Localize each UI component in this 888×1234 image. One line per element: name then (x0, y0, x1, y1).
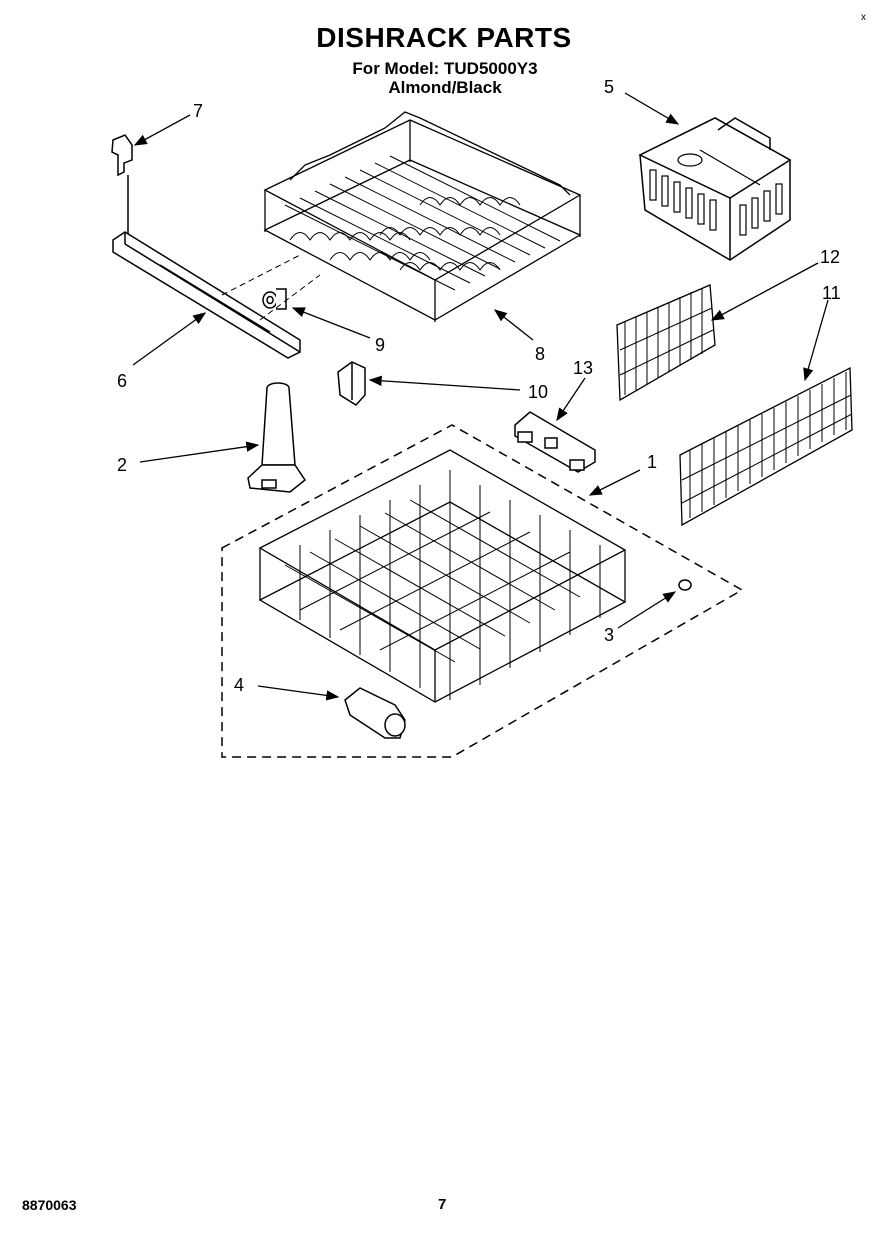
color-line: Almond/Black (388, 78, 502, 97)
page-title: DISHRACK PARTS (316, 22, 572, 53)
callout-8: 8 (535, 344, 545, 364)
callout-9: 9 (375, 335, 385, 355)
part-9-roller (262, 288, 287, 310)
part-6-track (112, 231, 301, 359)
part-10-endcap (337, 361, 366, 406)
part-4-wheel (344, 687, 406, 739)
callout-5: 5 (604, 77, 614, 97)
part-12-tine-row (616, 284, 716, 402)
part-2-post (247, 382, 307, 493)
page-number: 7 (438, 1196, 447, 1213)
callout-12: 12 (820, 247, 840, 267)
callout-13: 13 (573, 358, 593, 378)
part-11-tine-row (679, 366, 853, 527)
callout-11: 11 (822, 283, 841, 303)
part-8-upper-rack (263, 111, 582, 322)
lower-rack-outline (221, 424, 744, 758)
callout-10: 10 (528, 382, 548, 402)
part-7-clip (111, 134, 133, 235)
model-line: For Model: TUD5000Y3 (352, 59, 538, 78)
part-13-handle (514, 411, 596, 473)
callout-7: 7 (193, 101, 203, 121)
corner-mark: x (861, 12, 866, 23)
callout-4: 4 (234, 675, 244, 695)
part-3-stop (678, 579, 692, 591)
callout-1: 1 (647, 452, 657, 472)
part-1-lower-rack (258, 449, 627, 703)
callout-2: 2 (117, 455, 127, 475)
part-5-basket (638, 117, 792, 261)
document-number: 8870063 (22, 1197, 77, 1213)
callout-3: 3 (604, 625, 614, 645)
callout-6: 6 (117, 371, 127, 391)
